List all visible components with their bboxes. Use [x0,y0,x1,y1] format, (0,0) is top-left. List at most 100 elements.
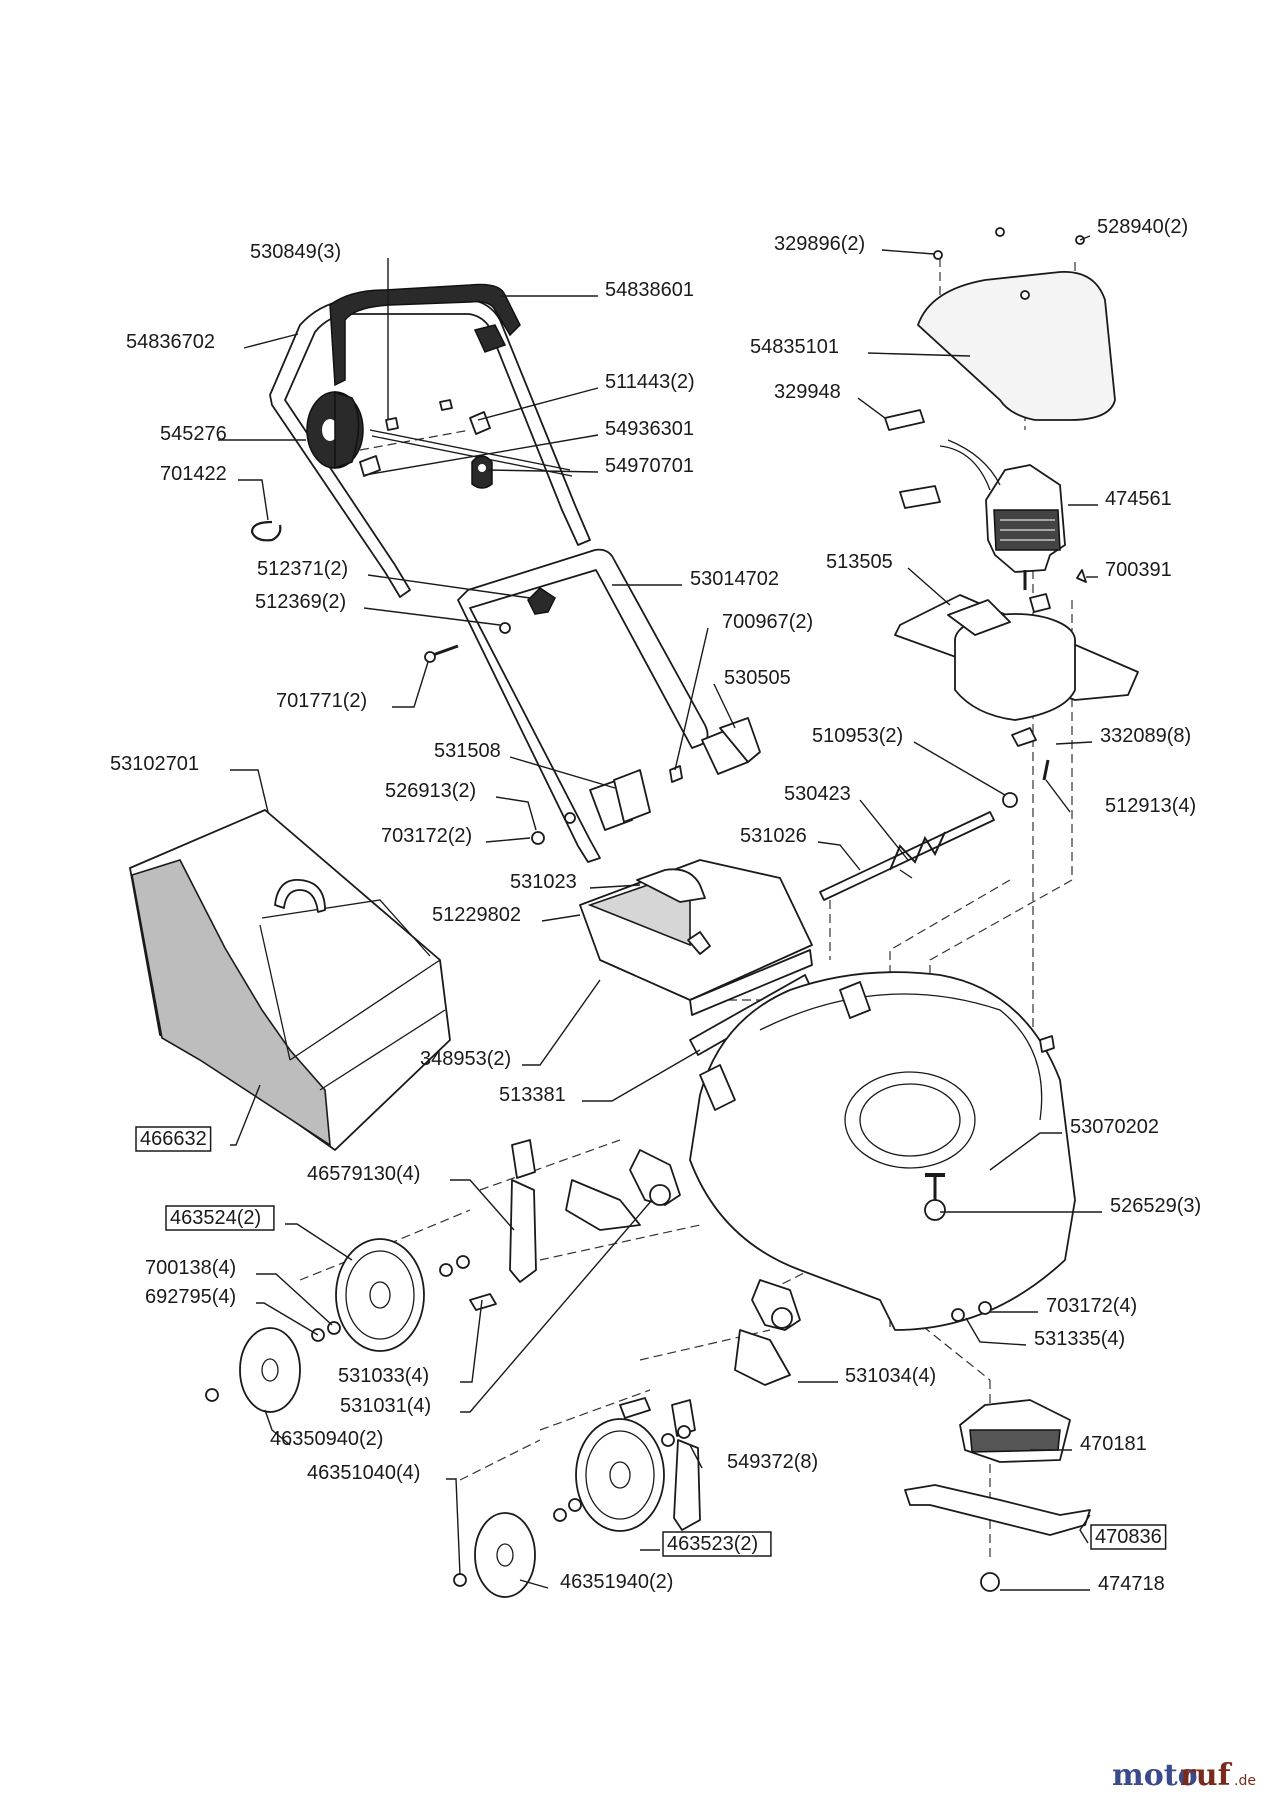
part-label-466632-leader [230,1084,261,1146]
part-label-512371-2: 512371(2) [257,558,348,580]
part-label-53014702: 53014702 [690,568,779,590]
part-label-531031-4-leader [460,1199,653,1413]
part-label-530849-3: 530849(3) [250,241,341,263]
part-label-329896-2-leader [881,249,935,255]
part-label-531031-4: 531031(4) [340,1395,431,1417]
motor-cover [917,271,1116,421]
part-label-531023-leader [589,884,641,889]
part-label-463524-2: 463524(2) [170,1207,261,1229]
part-label-549372-8: 549372(8) [727,1451,818,1473]
part-label-511443-2: 511443(2) [605,371,695,393]
handle-small-parts [359,399,493,489]
part-label-348953-2: 348953(2) [420,1048,511,1070]
part-label-54936301: 54936301 [605,418,694,440]
part-label-470181: 470181 [1080,1433,1147,1455]
grass-catcher [129,809,451,1151]
part-label-531026-leader [817,841,861,871]
part-label-700967-2-leader [674,627,709,771]
part-label-530423-leader [859,799,909,861]
part-label-474561: 474561 [1105,488,1172,510]
part-label-513381: 513381 [499,1084,566,1106]
motor-mount-513505 [894,593,1139,721]
part-label-513505-leader [907,567,951,606]
part-label-54936301-leader [364,434,599,476]
part-labels: 530849(3)5483860154836702511443(2)545276… [110,216,1201,1595]
motor [884,409,1087,590]
part-label-53102701-leader [230,769,269,813]
part-label-329948-leader [857,397,886,419]
part-label-54838601: 54838601 [605,279,694,301]
part-label-531023: 531023 [510,871,577,893]
part-label-53070202-leader [989,1132,1062,1171]
part-label-54970701-leader [487,469,599,473]
part-label-46351040-4-leader [446,1478,461,1576]
part-label-463524-2-leader [285,1223,353,1261]
part-label-530505-leader [713,683,736,729]
wheels [205,1238,691,1598]
part-label-54835101-leader [867,352,971,357]
part-label-703172-2: 703172(2) [381,825,472,847]
part-label-46351940-2: 46351940(2) [560,1571,673,1593]
part-label-54970701: 54970701 [605,455,694,477]
fan-and-blade [904,727,1091,1592]
part-label-700138-4-leader [256,1273,333,1326]
part-label-512369-2-leader [363,607,501,626]
part-label-46350940-2-leader [264,1409,291,1446]
part-label-526913-2-leader [495,796,537,831]
watermark-brand2: ruf [1180,1758,1233,1793]
part-label-531033-4: 531033(4) [338,1365,429,1387]
part-label-526913-2: 526913(2) [385,780,476,802]
part-label-531508-leader [509,756,616,789]
part-label-510953-2-leader [913,741,1006,796]
part-label-463523-2: 463523(2) [667,1533,758,1555]
part-label-531026: 531026 [740,825,807,847]
part-label-701771-2: 701771(2) [276,690,367,712]
rear-flap [579,859,813,1016]
part-label-701422-leader [238,479,269,521]
part-label-526529-3: 526529(3) [1110,1195,1201,1217]
part-label-510953-2: 510953(2) [812,725,903,747]
part-label-700391: 700391 [1105,559,1172,581]
cable-reel [306,390,364,470]
part-label-530423: 530423 [784,783,851,805]
part-label-513381-leader [582,1049,701,1102]
part-label-701771-2-leader [392,661,429,708]
axle-spring [819,811,995,901]
part-label-700138-4: 700138(4) [145,1257,236,1279]
upper-handle [269,283,591,598]
part-label-549372-8-leader [689,1444,703,1469]
part-label-474718: 474718 [1098,1573,1165,1595]
part-label-692795-4-leader [256,1302,319,1336]
mower-deck [689,971,1076,1331]
part-label-528940-2-leader [1079,235,1091,241]
part-label-545276: 545276 [160,423,227,445]
part-label-466632: 466632 [140,1128,207,1150]
part-label-329896-2: 329896(2) [774,233,865,255]
part-label-46579130-4: 46579130(4) [307,1163,420,1185]
part-label-470836: 470836 [1095,1526,1162,1548]
watermark-brand: moto [1112,1758,1198,1793]
part-label-54835101: 54835101 [750,336,839,358]
part-label-470836-box [1090,1524,1167,1550]
part-label-528940-2: 528940(2) [1097,216,1188,238]
watermark-suffix: .de [1234,1773,1256,1789]
part-label-531335-4-leader [965,1317,1027,1346]
part-label-332089-8: 332089(8) [1100,725,1191,747]
part-label-511443-2-leader [477,387,599,421]
part-label-46579130-4-leader [450,1179,515,1231]
part-label-51229802-leader [541,914,581,922]
part-label-51229802: 51229802 [432,904,521,926]
clip-701422 [250,520,282,542]
part-label-530505: 530505 [724,667,791,689]
part-label-531335-4: 531335(4) [1034,1328,1125,1350]
part-label-703172-4: 703172(4) [1046,1295,1137,1317]
part-label-701422: 701422 [160,463,227,485]
motor-screws [933,227,1085,300]
part-label-466632-box [135,1126,212,1152]
leader-lines [218,235,1102,1591]
part-label-531033-4-leader [460,1299,483,1383]
part-label-463524-2-box [165,1205,275,1231]
part-label-53070202: 53070202 [1070,1116,1159,1138]
part-label-531508: 531508 [434,740,501,762]
